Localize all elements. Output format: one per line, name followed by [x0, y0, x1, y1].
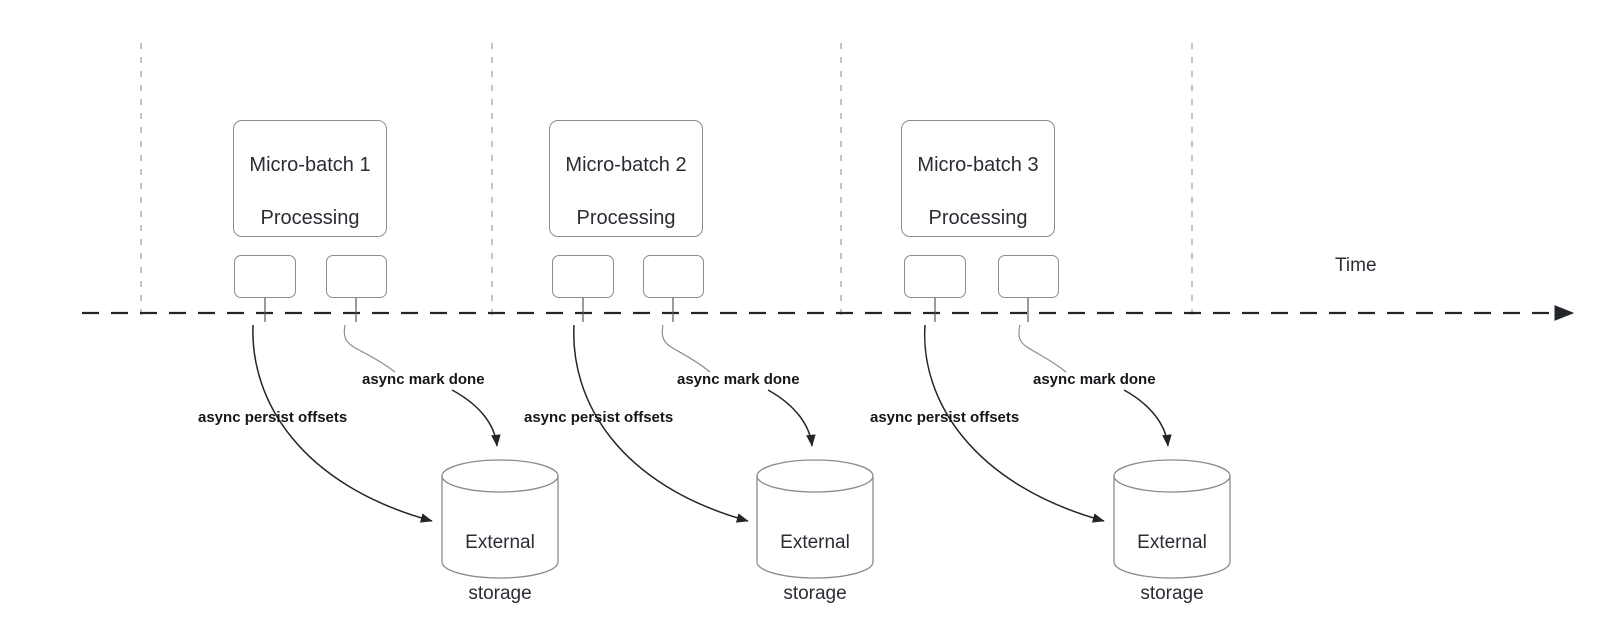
- mini-box-1b[interactable]: [326, 255, 387, 298]
- edge-label-mark-done-2: async mark done: [677, 371, 800, 388]
- edge-persist-3: [923, 324, 1105, 523]
- edge-mark-done-1b: [451, 389, 501, 447]
- batch-box-2-line1: Micro-batch 2: [565, 154, 687, 177]
- edge-label-mark-done-3: async mark done: [1033, 371, 1156, 388]
- batch-box-2-label: Micro-batch 2 Processing: [565, 126, 686, 232]
- edge-label-persist-offsets-1: async persist offsets: [198, 409, 348, 426]
- mini-box-3b[interactable]: [998, 255, 1059, 298]
- batch-box-2-line2: Processing: [576, 206, 676, 229]
- storage-cylinder-2: [756, 459, 874, 579]
- edge-mark-done-3: [1018, 324, 1067, 373]
- storage-cylinder-1: [441, 459, 559, 579]
- edge-label-persist-offsets-3: async persist offsets: [870, 409, 1020, 426]
- batch-box-2[interactable]: Micro-batch 2 Processing: [549, 120, 703, 237]
- mini-box-3a[interactable]: [904, 255, 966, 298]
- edge-persist-1: [252, 324, 433, 523]
- batch-box-1-label: Micro-batch 1 Processing: [249, 126, 370, 232]
- mini-box-2a[interactable]: [552, 255, 614, 298]
- batch-box-3-line2: Processing: [928, 206, 1028, 229]
- mini-box-stems: [264, 298, 1029, 322]
- storage-cylinder-3: [1113, 459, 1231, 579]
- time-axis-label: Time: [1335, 255, 1377, 276]
- edge-label-persist-offsets-2: async persist offsets: [524, 409, 674, 426]
- edge-persist-2: [573, 324, 749, 523]
- batch-box-3-line1: Micro-batch 3: [917, 154, 1039, 177]
- boundary-lines: [140, 43, 1193, 316]
- edge-mark-done-1: [343, 324, 396, 373]
- edge-mark-done-3b: [1123, 389, 1172, 447]
- batch-box-3[interactable]: Micro-batch 3 Processing: [901, 120, 1055, 237]
- edge-mark-done-2b: [767, 389, 816, 447]
- batch-box-1-line1: Micro-batch 1: [249, 154, 371, 177]
- mini-box-2b[interactable]: [643, 255, 704, 298]
- batch-box-1-line2: Processing: [260, 206, 360, 229]
- batch-box-3-label: Micro-batch 3 Processing: [917, 126, 1038, 232]
- mini-box-1a[interactable]: [234, 255, 296, 298]
- batch-box-1[interactable]: Micro-batch 1 Processing: [233, 120, 387, 237]
- edge-mark-done-2: [661, 324, 711, 373]
- edge-label-mark-done-1: async mark done: [362, 371, 485, 388]
